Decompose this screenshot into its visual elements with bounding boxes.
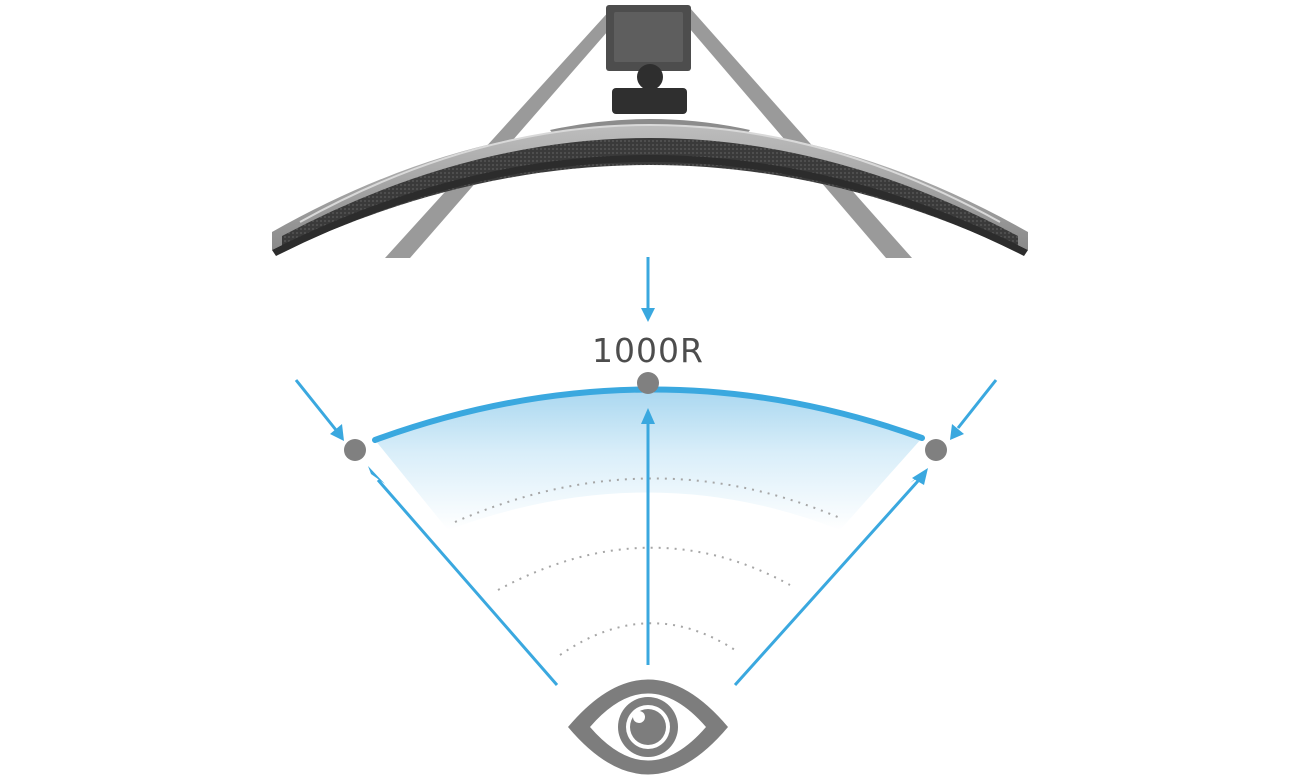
monitor-stand-left-leg [385,8,628,258]
focus-point-center [637,372,659,394]
arrow-outer-left [294,379,338,431]
distance-arc-1 [454,477,841,523]
arrow-left [376,479,559,686]
curved-monitor-top-view [272,5,1028,258]
eye-icon [568,679,728,775]
focus-point-left [344,439,366,461]
focus-points [344,372,947,461]
monitor-stand-right-leg [672,8,912,258]
focus-point-right [925,439,947,461]
sightline-arrows [294,257,998,687]
monitor-hinge [637,64,663,90]
monitor-body [272,125,1028,250]
arrow-outer-right [956,379,998,429]
arrow-right [733,479,920,687]
curvature-label: 1000R [592,331,704,370]
distance-arc-2 [497,546,791,591]
